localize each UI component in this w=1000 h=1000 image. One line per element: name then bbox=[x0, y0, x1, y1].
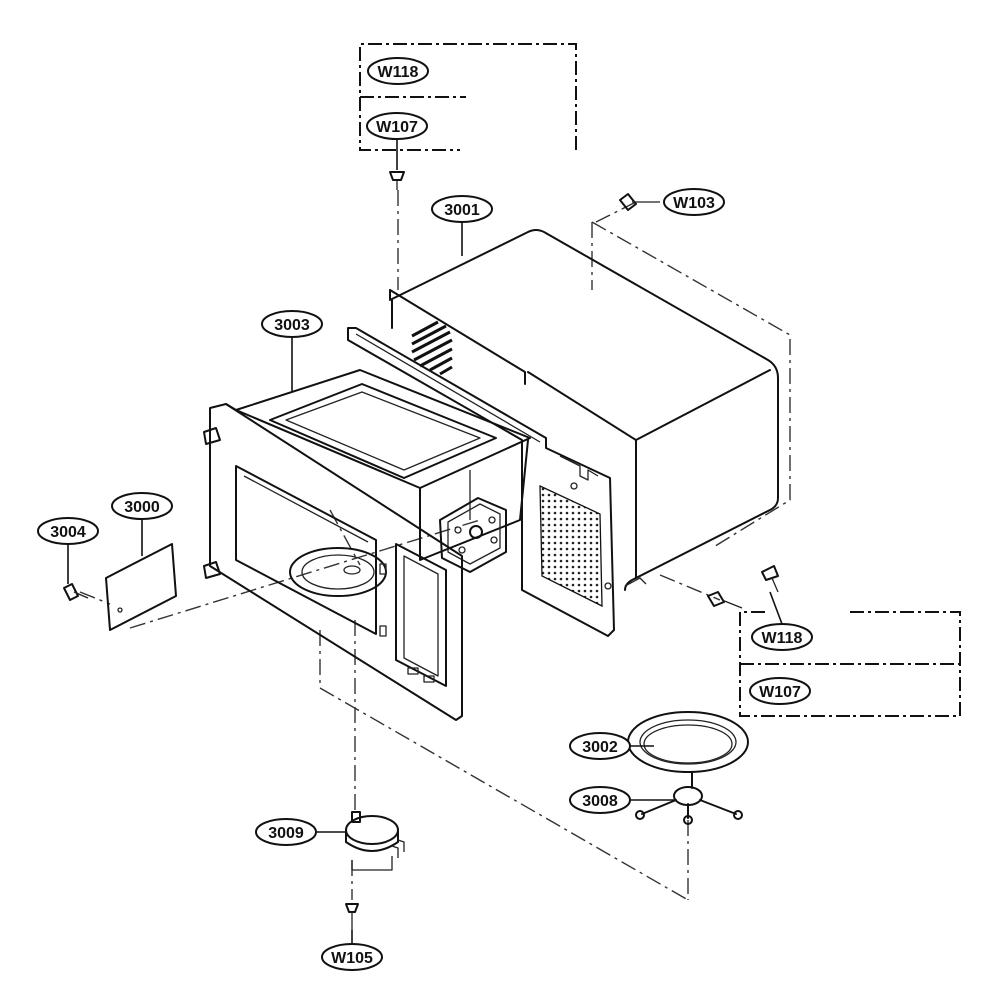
callout-text: W105 bbox=[331, 950, 373, 967]
callout-3008[interactable]: 3008 bbox=[569, 786, 631, 814]
screw-w107-right bbox=[707, 591, 743, 609]
screw-3004 bbox=[63, 583, 89, 601]
turntable-motor bbox=[345, 811, 405, 871]
leader-lines bbox=[67, 140, 783, 944]
stirrer-motor bbox=[439, 497, 507, 573]
callout-w118-right[interactable]: W118 bbox=[751, 623, 813, 651]
roller-ring bbox=[635, 771, 743, 825]
callout-3001[interactable]: 3001 bbox=[431, 195, 493, 223]
callout-3003[interactable]: 3003 bbox=[261, 310, 323, 338]
oven-cavity bbox=[235, 369, 531, 573]
callout-w105[interactable]: W105 bbox=[321, 943, 383, 971]
callout-3002[interactable]: 3002 bbox=[569, 732, 631, 760]
top-option-box bbox=[359, 43, 577, 151]
callout-text: 3001 bbox=[444, 202, 480, 219]
callout-text: 3008 bbox=[582, 793, 618, 810]
callout-text: W118 bbox=[762, 630, 803, 647]
assembly-guide-lines bbox=[79, 190, 791, 901]
callout-text: W103 bbox=[673, 195, 715, 212]
outer-case bbox=[389, 229, 779, 591]
callout-3009[interactable]: 3009 bbox=[255, 818, 317, 846]
callout-text: 3004 bbox=[50, 524, 86, 541]
callout-text: 3002 bbox=[582, 739, 618, 756]
callout-text: 3003 bbox=[274, 317, 310, 334]
glass-turntable bbox=[627, 711, 749, 773]
screw-w118-right bbox=[761, 565, 779, 593]
callout-text: 3000 bbox=[124, 499, 160, 516]
case-vent-slots bbox=[411, 320, 453, 376]
callout-3004[interactable]: 3004 bbox=[37, 517, 99, 545]
callout-3000[interactable]: 3000 bbox=[111, 492, 173, 520]
callout-text: W107 bbox=[376, 119, 418, 136]
callout-w107-top[interactable]: W107 bbox=[366, 112, 428, 140]
callout-text: 3009 bbox=[268, 825, 304, 842]
callout-text: W118 bbox=[378, 64, 419, 81]
callout-w107-right[interactable]: W107 bbox=[749, 677, 811, 705]
callout-w103[interactable]: W103 bbox=[663, 188, 725, 216]
right-option-box bbox=[739, 611, 961, 717]
back-plate bbox=[347, 327, 615, 637]
callout-text: W107 bbox=[759, 684, 801, 701]
screw-w105 bbox=[345, 903, 359, 930]
front-frame bbox=[203, 403, 463, 721]
waveguide-cover bbox=[105, 543, 177, 631]
callout-w118-top[interactable]: W118 bbox=[367, 57, 429, 85]
screw-w103 bbox=[619, 193, 660, 211]
screw-w107-top bbox=[389, 171, 405, 190]
